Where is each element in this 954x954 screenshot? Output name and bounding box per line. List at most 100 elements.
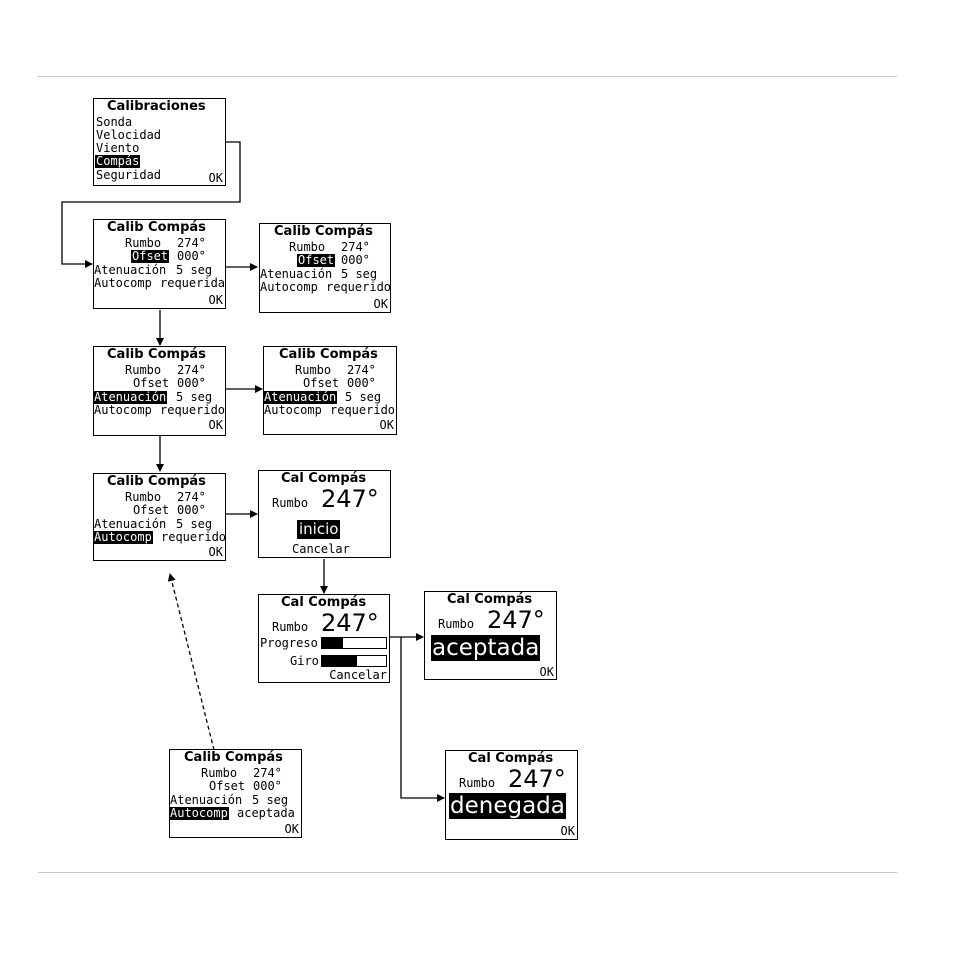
autocomp-field[interactable]: Autocomp [94,530,153,544]
arrow-progress-denegada [400,637,445,802]
rumbo-label: Rumbo [295,363,332,377]
screen-title: Calib Compás [107,347,206,362]
screen-title: Cal Compás [447,592,533,607]
rumbo-value: 247° [508,765,566,793]
rumbo-label: Rumbo [438,617,475,631]
menu-item-velocidad[interactable]: Velocidad [96,128,162,142]
rumbo-label: Rumbo [272,620,309,634]
ofset-value: 000° [177,503,206,517]
ok-softkey[interactable]: OK [539,665,554,679]
atenuacion-value-editing[interactable]: 5 seg [345,390,382,404]
rumbo-label: Rumbo [201,766,238,780]
atenuacion-value: 5 seg [341,267,378,281]
screen-calibraciones: Calibraciones Sonda Velocidad Viento Com… [93,98,226,186]
atenuacion-label[interactable]: Atenuación [94,263,167,277]
atenuacion-value: 5 seg [176,263,213,277]
menu-item-compas[interactable]: Compás [95,154,141,168]
arrow-calibraciones-to-calib [61,141,241,268]
ok-softkey[interactable]: OK [208,545,223,559]
rumbo-label: Rumbo [272,496,309,510]
ofset-label[interactable]: Ofset [133,376,170,390]
screen-title: Cal Compás [281,471,367,486]
menu-item-sonda[interactable]: Sonda [96,115,133,129]
cancelar-softkey[interactable]: Cancelar [329,668,387,682]
screen-title: Calibraciones [107,99,206,114]
autocomp-field[interactable]: Autocomp [170,806,229,820]
autocomp-status: aceptada [237,806,295,820]
progreso-bar [321,637,387,649]
autocomp-status: requerido [160,403,226,417]
bottom-rule [38,872,897,873]
screen-cal-inicio: Cal Compás Rumbo 247° inicio Cancelar [258,470,391,558]
ok-softkey[interactable]: OK [560,824,575,838]
screen-calib-autocomp-aceptada: Calib Compás Rumbo 274° Ofset 000° Atenu… [169,749,302,838]
giro-label: Giro [290,654,319,668]
screen-calib-ofset-selected: Calib Compás Rumbo 274° Ofset 000° Atenu… [93,219,226,309]
screen-title: Calib Compás [184,750,283,765]
ok-softkey[interactable]: OK [208,171,223,185]
ok-softkey[interactable]: OK [208,293,223,307]
autocomp-label[interactable]: Autocomp [264,403,322,417]
ofset-value: 000° [177,376,206,390]
rumbo-label: Rumbo [459,776,496,790]
progreso-bar-fill [322,638,344,648]
atenuacion-label[interactable]: Atenuación [260,267,333,281]
screen-cal-aceptada: Cal Compás Rumbo 247° aceptada OK [424,591,557,680]
ofset-label[interactable]: Ofset [209,779,246,793]
menu-item-seguridad[interactable]: Seguridad [96,168,162,182]
result-denegada: denegada [449,793,566,819]
atenuacion-field[interactable]: Atenuación [264,390,338,404]
ofset-field[interactable]: Ofset [131,249,170,263]
atenuacion-value: 5 seg [176,390,213,404]
ofset-value-editing[interactable]: 000° [341,253,370,267]
screen-title: Calib Compás [274,224,373,239]
rumbo-value: 274° [177,490,206,504]
rumbo-label: Rumbo [125,363,162,377]
screen-title: Calib Compás [107,474,206,489]
screen-title: Calib Compás [107,220,206,235]
screen-calib-ofset-edit: Calib Compás Rumbo 274° Ofset 000° Atenu… [259,223,391,313]
ofset-value: 000° [347,376,376,390]
screen-calib-aten-edit: Calib Compás Rumbo 274° Ofset 000° Atenu… [263,346,397,435]
screen-title: Calib Compás [279,347,378,362]
autocomp-status: requerido [161,530,226,544]
cancelar-softkey[interactable]: Cancelar [292,542,350,556]
menu-item-viento[interactable]: Viento [96,141,140,155]
autocomp-label[interactable]: Autocomp [94,276,152,290]
ofset-label[interactable]: Ofset [303,376,340,390]
ofset-value: 000° [253,779,282,793]
rumbo-value: 274° [347,363,376,377]
arrow-dashed-return [167,573,215,751]
rumbo-value: 274° [177,236,206,250]
atenuacion-field[interactable]: Atenuación [94,390,168,404]
rumbo-label: Rumbo [289,240,326,254]
screen-cal-progreso: Cal Compás Rumbo 247° Progreso Giro Canc… [258,594,390,683]
rumbo-value: 247° [321,485,379,513]
screen-calib-aten-selected: Calib Compás Rumbo 274° Ofset 000° Atenu… [93,346,226,436]
screen-cal-denegada: Cal Compás Rumbo 247° denegada OK [445,750,578,840]
atenuacion-label[interactable]: Atenuación [94,517,167,531]
atenuacion-value: 5 seg [176,517,213,531]
ofset-field[interactable]: Ofset [297,253,336,267]
atenuacion-label[interactable]: Atenuación [170,793,243,807]
ok-softkey[interactable]: OK [208,418,223,432]
autocomp-label[interactable]: Autocomp [260,280,318,294]
screen-title: Cal Compás [281,595,367,610]
ok-softkey[interactable]: OK [379,418,394,432]
ok-softkey[interactable]: OK [373,297,388,311]
autocomp-status: requerido [330,403,396,417]
rumbo-value: 274° [253,766,282,780]
ofset-label[interactable]: Ofset [133,503,170,517]
autocomp-status: requerido [326,280,391,294]
rumbo-value: 274° [341,240,370,254]
giro-bar [321,655,387,667]
result-aceptada: aceptada [431,635,541,661]
rumbo-value: 274° [177,363,206,377]
autocomp-label[interactable]: Autocomp [94,403,152,417]
ok-softkey[interactable]: OK [284,822,299,836]
inicio-button[interactable]: inicio [297,520,341,539]
rumbo-value: 247° [487,606,545,634]
giro-bar-fill [322,656,358,666]
progreso-label: Progreso [260,636,318,650]
